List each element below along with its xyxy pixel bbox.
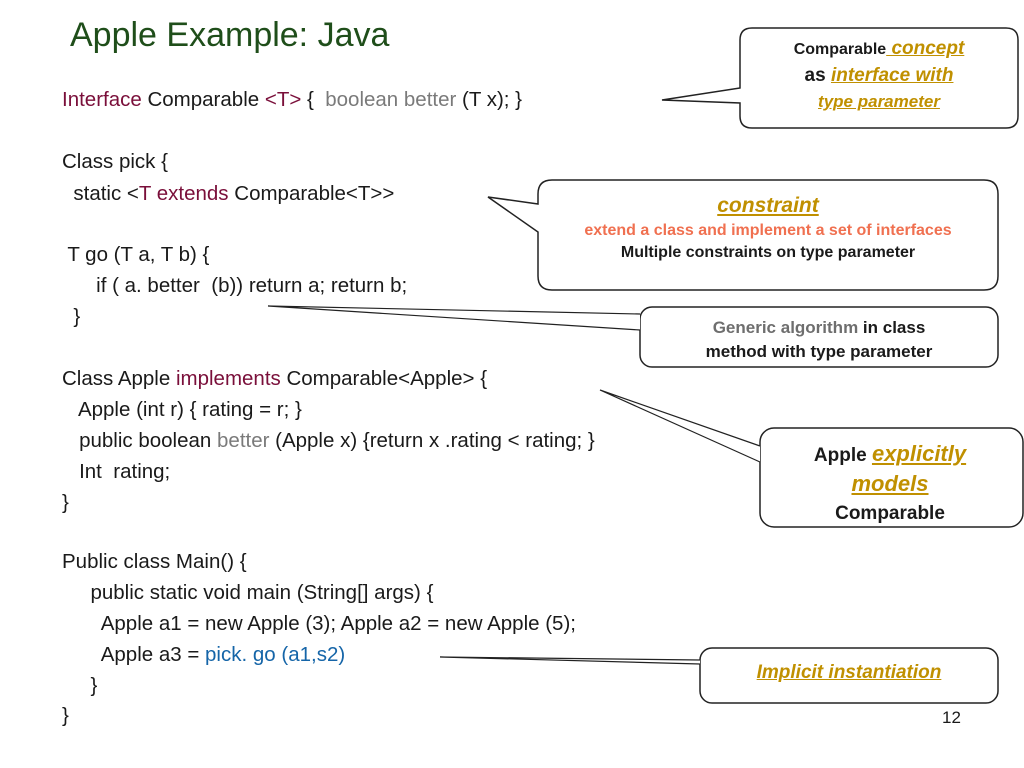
type-param: <T> xyxy=(264,88,302,111)
callout-implicit: Implicit instantiation xyxy=(702,662,996,684)
callout-line: type parameter xyxy=(742,89,1016,115)
callout-text: Comparable xyxy=(835,503,945,524)
callout-line: Generic algorithm in class xyxy=(642,316,996,340)
callout-text: method with type parameter xyxy=(705,342,933,361)
slide-title: Apple Example: Java xyxy=(70,16,390,54)
code-text: Class Apple xyxy=(62,367,176,390)
code-line: T go (T a, T b) { xyxy=(62,243,210,266)
callout-text: Multiple constraints on type parameter xyxy=(620,244,916,261)
code-text: (T x); } xyxy=(456,88,523,111)
code-line: Int rating; xyxy=(62,460,171,483)
keyword: implements xyxy=(175,367,281,390)
callout-text: in class xyxy=(858,318,926,337)
code-text: public boolean xyxy=(62,429,218,452)
callout-apple: Apple explicitly models Comparable xyxy=(800,440,980,528)
callout-accent: constraint xyxy=(717,194,819,217)
code-line: } xyxy=(62,674,98,697)
callout-constraint: constraint extend a class and implement … xyxy=(540,192,996,264)
code-text: { xyxy=(301,88,326,111)
callout-accent: concept xyxy=(886,38,965,59)
code-line-static: static <T extends Comparable<T>> xyxy=(62,182,394,206)
pointer-algorithm xyxy=(267,305,641,331)
code-line: Apple a1 = new Apple (3); Apple a2 = new… xyxy=(62,612,576,635)
code-line: if ( a. better (b)) return a; return b; xyxy=(62,274,408,297)
callout-text: Generic algorithm xyxy=(712,318,859,337)
callout-text: as xyxy=(804,65,831,86)
code-text: static < xyxy=(62,182,139,205)
code-line: Apple (int r) { rating = r; } xyxy=(62,398,302,421)
code-line: } xyxy=(62,491,69,514)
code-text: Comparable<Apple> { xyxy=(280,367,488,390)
callout-text: extend a class and implement a set of in… xyxy=(584,222,952,239)
pointer-apple xyxy=(599,389,761,463)
code-line: } xyxy=(62,704,69,727)
method-name: better xyxy=(217,429,270,452)
callout-line: as interface with xyxy=(742,63,1016,89)
code-line: public static void main (String[] args) … xyxy=(62,581,434,604)
callout-text: Apple xyxy=(813,445,872,466)
callout-line: Comparable concept xyxy=(742,36,1016,63)
code-line-apple: Class Apple implements Comparable<Apple>… xyxy=(62,367,487,391)
callout-interface: Comparable concept as interface with typ… xyxy=(742,36,1016,115)
callout-accent: interface with xyxy=(830,65,954,86)
code-line: Public class Main() { xyxy=(62,550,247,573)
code-text: (Apple x) {return x .rating < rating; } xyxy=(269,429,595,452)
code-text: Comparable<T>> xyxy=(228,182,395,205)
code-text: Apple a3 = xyxy=(62,643,206,666)
code-text: Comparable xyxy=(141,88,265,111)
callout-box-apple xyxy=(759,427,1024,528)
page-number: 12 xyxy=(942,708,961,727)
callout-box-constraint xyxy=(487,179,999,291)
code-line-better: public boolean better (Apple x) {return … xyxy=(62,429,595,453)
callout-accent: type parameter xyxy=(818,92,940,111)
callout-box-implicit xyxy=(699,647,999,704)
code-line-call: Apple a3 = pick. go (a1,s2) xyxy=(62,643,345,667)
keyword: Interface xyxy=(62,88,142,111)
callout-accent: explicitly models xyxy=(851,441,967,496)
callout-accent: Implicit instantiation xyxy=(756,662,942,683)
code-line: Class pick { xyxy=(62,150,168,173)
pointer-implicit xyxy=(439,656,701,665)
callout-algorithm: Generic algorithm in class method with t… xyxy=(642,316,996,364)
callout-box-algorithm xyxy=(639,306,999,368)
code-line-interface: Interface Comparable <T> { boolean bette… xyxy=(62,88,522,112)
method-call: pick. go (a1,s2) xyxy=(205,643,346,666)
code-line: } xyxy=(62,305,81,328)
keyword: T extends xyxy=(138,182,229,205)
method-name: boolean better xyxy=(325,88,457,111)
callout-text: Comparable xyxy=(793,41,887,58)
callout-box-interface xyxy=(661,27,1019,129)
